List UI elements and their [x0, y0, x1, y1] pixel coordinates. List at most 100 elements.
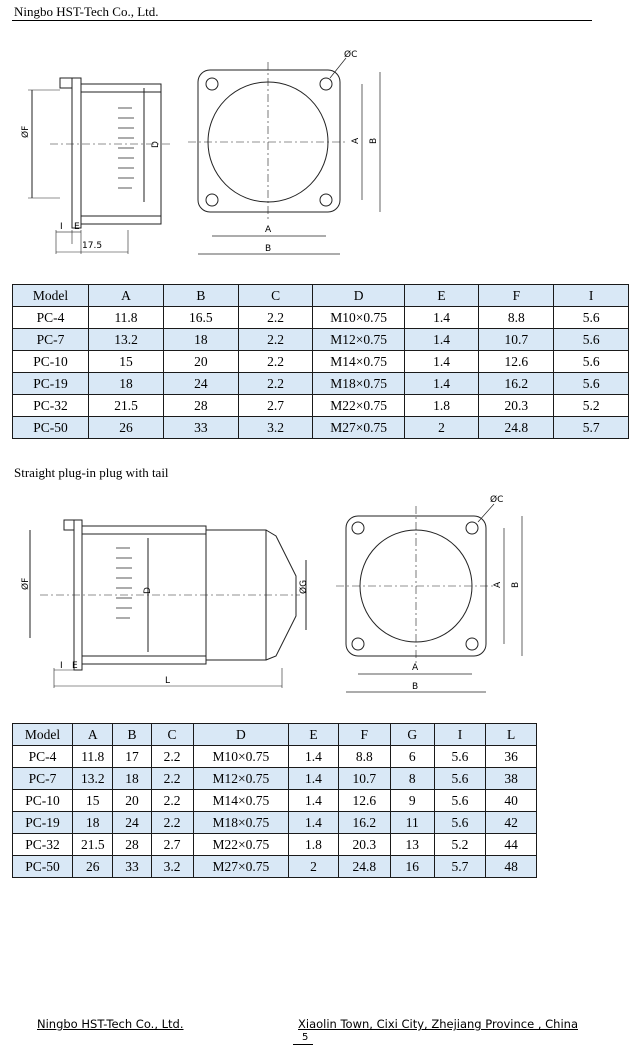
table-cell: 8.8: [337, 745, 391, 768]
table-cell: 18: [112, 767, 152, 790]
table-cell: M10×0.75: [192, 745, 290, 768]
table-cell: 2.2: [150, 767, 194, 790]
table-cell: PC-10: [11, 789, 74, 812]
page-rule: [293, 1044, 313, 1045]
table-cell: 48: [485, 855, 537, 878]
label-f: ØF: [20, 126, 31, 138]
table-cell: 5.6: [433, 767, 487, 790]
table-cell: 20: [162, 350, 239, 373]
table-cell: M12×0.75: [312, 328, 405, 351]
table-cell: 28: [162, 394, 239, 417]
section-caption: Straight plug-in plug with tail: [14, 465, 169, 480]
table-cell: M14×0.75: [312, 350, 405, 373]
table-cell: 1.4: [403, 328, 480, 351]
table-cell: 2.7: [150, 833, 194, 856]
table-cell: 13.2: [72, 767, 114, 790]
table-cell: 3.2: [150, 855, 194, 878]
table-cell: M18×0.75: [192, 811, 290, 834]
table-cell: 1.4: [403, 350, 480, 373]
table-cell: PC-50: [11, 416, 90, 439]
table-cell: 1.4: [288, 811, 339, 834]
table-cell: M14×0.75: [192, 789, 290, 812]
table-cell: 8: [389, 767, 435, 790]
table-cell: 33: [112, 855, 152, 878]
table-cell: 28: [112, 833, 152, 856]
table-header-cell: D: [192, 723, 290, 746]
table-cell: 2.2: [237, 372, 314, 395]
table-header-cell: A: [72, 723, 114, 746]
table-header-cell: C: [237, 284, 314, 307]
table-cell: 24.8: [478, 416, 555, 439]
table-cell: M27×0.75: [312, 416, 405, 439]
table-cell: 2: [288, 855, 339, 878]
table-cell: 5.2: [433, 833, 487, 856]
table-cell: PC-32: [11, 833, 74, 856]
table-cell: M12×0.75: [192, 767, 290, 790]
table-cell: 15: [88, 350, 164, 373]
table-cell: PC-19: [11, 811, 74, 834]
table-cell: 5.7: [433, 855, 487, 878]
label-b-horiz: B: [265, 244, 271, 254]
table-cell: 17: [112, 745, 152, 768]
table-cell: 9: [389, 789, 435, 812]
table-cell: 12.6: [478, 350, 555, 373]
label2-b-vert: B: [511, 582, 521, 588]
table-cell: 13.2: [88, 328, 164, 351]
table-cell: 26: [88, 416, 164, 439]
table-cell: 2.2: [237, 328, 314, 351]
table-cell: 20.3: [478, 394, 555, 417]
drawing-plug-with-tail: ØF D ØG I E L ØC A B A B: [20, 494, 523, 693]
table-cell: 18: [72, 811, 114, 834]
label2-i: I: [60, 661, 63, 671]
table-cell: 38: [485, 767, 537, 790]
table-header-cell: E: [288, 723, 339, 746]
label2-l: L: [165, 676, 170, 686]
table-cell: M22×0.75: [312, 394, 405, 417]
table-cell: 11: [389, 811, 435, 834]
table-cell: 2: [403, 416, 480, 439]
table-cell: 20.3: [337, 833, 391, 856]
table-header-cell: A: [88, 284, 164, 307]
header-rule: [12, 20, 592, 21]
table-cell: 2.2: [150, 811, 194, 834]
table-cell: 5.7: [553, 416, 629, 439]
drawing-straight-plug: ØF D I E 17.5 ØC A B A B: [20, 49, 381, 255]
table-cell: PC-4: [11, 306, 90, 329]
table-cell: 13: [389, 833, 435, 856]
table-header-cell: I: [433, 723, 487, 746]
label2-a-vert: A: [493, 581, 503, 588]
table-cell: 1.8: [403, 394, 480, 417]
table-cell: 1.4: [403, 372, 480, 395]
table-cell: 2.2: [237, 350, 314, 373]
table-cell: 5.2: [553, 394, 629, 417]
label2-e: E: [72, 661, 78, 671]
table-cell: 16: [389, 855, 435, 878]
label-i: I: [60, 222, 63, 232]
table-cell: 21.5: [72, 833, 114, 856]
table-cell: M22×0.75: [192, 833, 290, 856]
table-cell: 24.8: [337, 855, 391, 878]
table-cell: 20: [112, 789, 152, 812]
label2-c: ØC: [490, 494, 503, 505]
table-cell: 1.4: [288, 767, 339, 790]
label2-a-horiz: A: [412, 663, 419, 673]
table-cell: 5.6: [553, 306, 629, 329]
table-cell: 24: [162, 372, 239, 395]
table-cell: 2.2: [150, 745, 194, 768]
table-cell: M10×0.75: [312, 306, 405, 329]
table-header-cell: B: [112, 723, 152, 746]
label2-g: ØG: [298, 580, 309, 594]
front-view-2: [336, 503, 523, 693]
side-view: [28, 77, 170, 254]
table-cell: PC-19: [11, 372, 90, 395]
